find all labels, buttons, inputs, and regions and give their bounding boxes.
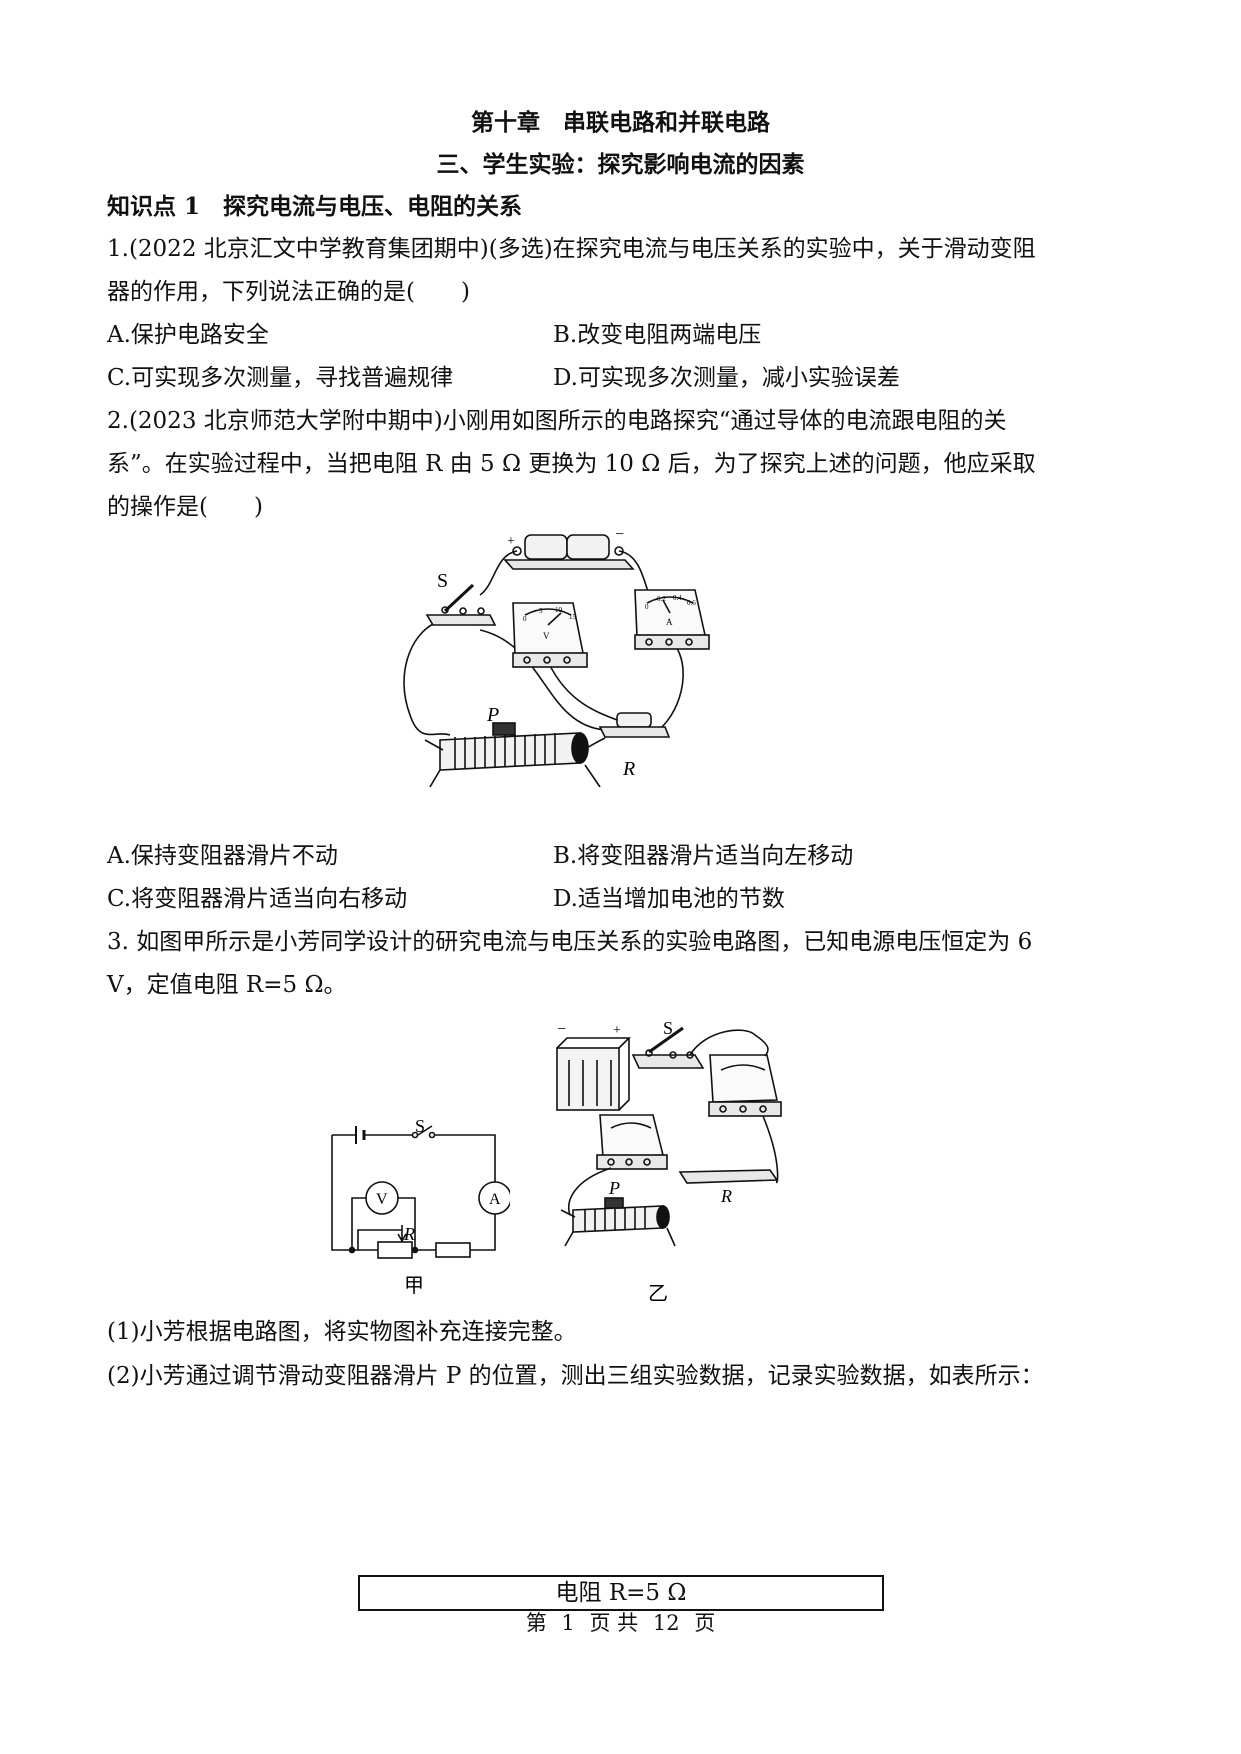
- q3-sub2: (2)小芳通过调节滑动变阻器滑片 P 的位置，测出三组实验数据，记录实验数据，如…: [107, 1363, 1044, 1389]
- ammeter-symbol: [478, 1181, 510, 1215]
- svg-text:0.2: 0.2: [657, 595, 666, 603]
- page-footer: 第 1 页 共 12 页: [0, 1608, 1241, 1638]
- rheostat-slider: [492, 722, 516, 736]
- knowledge-point-heading: 知识点 1 探究电流与电压、电阻的关系: [107, 193, 523, 220]
- q2-stem-line2: 系”。在实验过程中，当把电阻 R 由 5 Ω 更换为 10 Ω 后，为了探究上述…: [107, 451, 1036, 477]
- svg-text:0.4: 0.4: [673, 594, 682, 602]
- ammeter-body: [709, 1054, 778, 1103]
- footer-middle: 页 共: [589, 1611, 639, 1635]
- switch-base: [631, 1054, 705, 1069]
- resistor-r: [616, 712, 652, 728]
- ammeter-scale: 0 0.2 0.4 0.6: [645, 594, 696, 611]
- fixed-resistor-symbol: [435, 1242, 471, 1258]
- q1-option-d: D.可实现多次测量，减小实验误差: [553, 365, 900, 391]
- battery-cell-right: [566, 534, 610, 560]
- wire-1: [479, 550, 518, 596]
- svg-text:0: 0: [645, 603, 649, 611]
- q2-stem-line1: 2.(2023 北京师范大学附中期中)小刚用如图所示的电路探究“通过导体的电流跟…: [107, 408, 1007, 434]
- wire-5: [479, 629, 606, 731]
- q3-stem-line1: 3. 如图甲所示是小芳同学设计的研究电流与电压关系的实验电路图，已知电源电压恒定…: [107, 929, 1033, 955]
- q3-stem-line2: V，定值电阻 R=5 Ω。: [107, 972, 347, 998]
- q1-option-c: C.可实现多次测量，寻找普遍规律: [107, 365, 454, 391]
- svg-text:10: 10: [555, 606, 563, 614]
- schematic-ammeter-label: A: [489, 1191, 501, 1208]
- svg-text:0: 0: [523, 615, 527, 623]
- svg-text:5: 5: [539, 607, 543, 615]
- yi-battery-plus: +: [613, 1023, 621, 1038]
- q2-option-b: B.将变阻器滑片适当向左移动: [553, 843, 854, 869]
- schematic-switch-label: S: [415, 1120, 425, 1136]
- q2-option-c: C.将变阻器滑片适当向右移动: [107, 886, 408, 912]
- yi-resistor-label: R: [720, 1186, 732, 1206]
- resistor-bar: [678, 1169, 779, 1184]
- data-table-header: 电阻 R=5 Ω: [358, 1575, 884, 1611]
- rheostat-symbol: [377, 1241, 413, 1259]
- switch-base: [425, 614, 497, 626]
- ammeter-unit: A: [666, 617, 673, 627]
- footer-page-number: 1: [561, 1611, 575, 1635]
- figure-yi-caption: 乙: [648, 1283, 668, 1305]
- footer-suffix: 页: [694, 1611, 716, 1635]
- yi-switch-label: S: [663, 1020, 673, 1038]
- section-title: 三、学生实验：探究影响电流的因素: [436, 151, 805, 178]
- rheostat-slider: [604, 1197, 624, 1209]
- q2-circuit-figure: S P R + − V A 0 5 10 15 0 0.2 0.4 0.6: [403, 526, 710, 788]
- q3-figure-jia: S V A R 甲: [331, 1120, 510, 1297]
- schematic-loop: [331, 1125, 496, 1251]
- wire-4: [649, 644, 684, 736]
- voltmeter-body: [599, 1114, 665, 1158]
- voltmeter-body: [512, 602, 584, 656]
- footer-prefix: 第: [525, 1611, 547, 1635]
- voltmeter-unit: V: [543, 631, 550, 641]
- battery-minus: −: [615, 526, 624, 543]
- q2-stem-line3: 的操作是( ): [107, 494, 263, 520]
- battery-cell-left: [524, 534, 568, 560]
- slider-label-p: P: [486, 704, 499, 726]
- chapter-title: 第十章 串联电路和并联电路: [471, 109, 770, 136]
- battery-board: [503, 559, 635, 570]
- wire-3: [403, 622, 451, 736]
- schematic-voltmeter-label: V: [376, 1191, 388, 1208]
- q3-sub1: (1)小芳根据电路图，将实物图补充连接完整。: [107, 1319, 577, 1345]
- figure-jia-caption: 甲: [404, 1275, 424, 1297]
- switch-label-s: S: [437, 570, 448, 592]
- resistor-label-r: R: [622, 758, 635, 780]
- footer-total-pages: 12: [652, 1611, 680, 1635]
- q1-stem-line2: 器的作用，下列说法正确的是( ): [107, 279, 470, 305]
- svg-text:15: 15: [569, 613, 577, 621]
- q2-option-d: D.适当增加电池的节数: [553, 886, 785, 912]
- voltmeter-scale: 0 5 10 15: [523, 606, 577, 623]
- q2-option-a: A.保持变阻器滑片不动: [107, 843, 338, 869]
- q1-option-b: B.改变电阻两端电压: [553, 322, 762, 348]
- q3-figure-yi: − + S R P 乙: [556, 1020, 782, 1305]
- schematic-resistor-label: R: [403, 1224, 415, 1244]
- q1-option-a: A.保护电路安全: [107, 322, 269, 348]
- rheostat: [572, 1205, 664, 1233]
- rheostat: [439, 732, 581, 771]
- q1-stem-line1: 1.(2022 北京汇文中学教育集团期中)(多选)在探究电流与电压关系的实验中，…: [107, 236, 1036, 262]
- battery-plus: +: [507, 534, 515, 549]
- svg-text:0.6: 0.6: [687, 599, 696, 607]
- yi-battery-minus: −: [557, 1021, 566, 1038]
- battery-pack: [556, 1047, 620, 1111]
- yi-slider-label: P: [608, 1178, 620, 1198]
